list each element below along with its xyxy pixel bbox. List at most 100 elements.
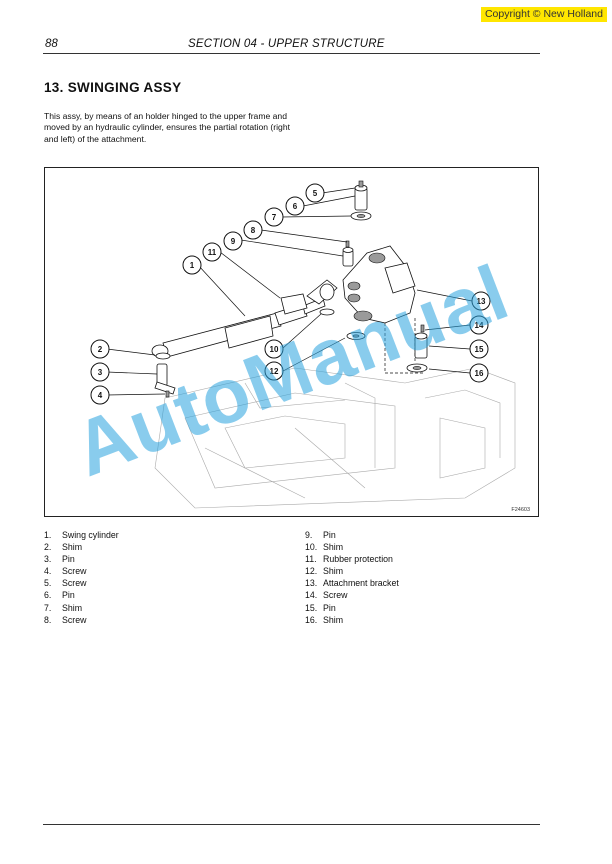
legend-item-label: Shim bbox=[62, 602, 83, 613]
legend-item-number: 11. bbox=[305, 554, 317, 565]
legend-item-number: 16. bbox=[305, 614, 318, 625]
callout-1: 1 bbox=[182, 255, 202, 275]
legend-item: 11. Rubber protection bbox=[305, 553, 399, 565]
svg-text:4: 4 bbox=[98, 391, 103, 400]
copyright-badge: Copyright © New Holland bbox=[480, 7, 607, 22]
callout-4: 4 bbox=[90, 385, 110, 405]
callout-13: 13 bbox=[471, 291, 491, 311]
callout-3: 3 bbox=[90, 362, 110, 382]
section-title: SECTION 04 - UPPER STRUCTURE bbox=[188, 38, 385, 50]
callout-10: 10 bbox=[264, 339, 284, 359]
swing-cylinder bbox=[151, 279, 338, 358]
legend-item: 3. Pin bbox=[44, 553, 119, 565]
callout-5: 5 bbox=[305, 183, 325, 203]
callout-11: 11 bbox=[202, 242, 222, 262]
intro-paragraph: This assy, by means of an holder hinged … bbox=[44, 111, 291, 144]
legend-item-number: 5. bbox=[44, 578, 52, 589]
callout-15: 15 bbox=[469, 339, 489, 359]
callout-2: 2 bbox=[90, 339, 110, 359]
exploded-view-drawing: 1 2 3 4 5 6 7 8 9 10 11 12 13 14 15 16 bbox=[90, 180, 516, 509]
legend-item: 9. Pin bbox=[305, 529, 399, 541]
footer-rule bbox=[43, 824, 540, 825]
legend-item: 12. Shim bbox=[305, 565, 399, 577]
page-header: 88 SECTION 04 - UPPER STRUCTURE bbox=[43, 38, 540, 54]
rubber-protection bbox=[280, 293, 308, 315]
callout-16: 16 bbox=[469, 363, 489, 383]
legend-item-number: 15. bbox=[305, 602, 318, 613]
callout-7: 7 bbox=[264, 207, 284, 227]
pin-9-group bbox=[342, 240, 354, 267]
legend-item: 6. Pin bbox=[44, 589, 119, 601]
callout-8: 8 bbox=[243, 220, 263, 240]
svg-text:10: 10 bbox=[270, 345, 279, 354]
legend-item: 5. Screw bbox=[44, 577, 119, 589]
legend-item-number: 3. bbox=[44, 554, 52, 565]
legend-item-label: Screw bbox=[62, 578, 87, 589]
page-title: 13. SWINGING ASSY bbox=[44, 80, 182, 95]
legend-item-number: 9. bbox=[305, 530, 313, 540]
svg-text:5: 5 bbox=[313, 189, 318, 198]
legend-item-number: 4. bbox=[44, 566, 52, 577]
legend-item-number: 13. bbox=[305, 578, 318, 589]
legend-item-number: 7. bbox=[44, 602, 52, 613]
svg-text:14: 14 bbox=[475, 321, 484, 330]
legend-item-label: Shim bbox=[62, 542, 83, 553]
legend-item: 16. Shim bbox=[305, 614, 399, 626]
callout-9: 9 bbox=[223, 231, 243, 251]
callout-12: 12 bbox=[264, 361, 284, 381]
legend-item: 14. Screw bbox=[305, 589, 399, 601]
svg-text:7: 7 bbox=[272, 213, 277, 222]
legend-item-number: 8. bbox=[44, 614, 52, 625]
legend-item: 13. Attachment bracket bbox=[305, 577, 399, 589]
svg-text:3: 3 bbox=[98, 368, 103, 377]
parts-legend-left: 1. Swing cylinder 2. Shim 3. Pin 4. Screw 5. Scre… bbox=[44, 529, 119, 626]
svg-text:16: 16 bbox=[475, 369, 484, 378]
svg-text:8: 8 bbox=[251, 226, 256, 235]
svg-text:11: 11 bbox=[208, 248, 217, 257]
legend-item-number: 1. bbox=[44, 530, 52, 540]
legend-item-label: Rubber protection bbox=[323, 554, 393, 565]
legend-item: 10. Shim bbox=[305, 541, 399, 553]
legend-item: 15. Pin bbox=[305, 602, 399, 614]
svg-text:6: 6 bbox=[293, 202, 298, 211]
svg-text:13: 13 bbox=[477, 297, 486, 306]
legend-item-label: Screw bbox=[62, 566, 87, 577]
top-pin-group bbox=[350, 180, 372, 221]
legend-item-label: Attachment bracket bbox=[323, 578, 399, 589]
svg-text:2: 2 bbox=[98, 345, 103, 354]
legend-item: 8. Screw bbox=[44, 614, 119, 626]
right-pin-group bbox=[406, 324, 428, 373]
legend-item-number: 6. bbox=[44, 590, 52, 601]
legend-item: 1. Swing cylinder bbox=[44, 529, 119, 541]
left-pin-group bbox=[154, 352, 176, 398]
legend-item: 4. Screw bbox=[44, 565, 119, 577]
legend-item-label: Pin bbox=[62, 590, 75, 601]
svg-text:9: 9 bbox=[231, 237, 236, 246]
legend-item-number: 12. bbox=[305, 566, 318, 577]
leader-lines bbox=[106, 187, 473, 396]
legend-item-label: Pin bbox=[323, 602, 336, 613]
upper-frame-background bbox=[154, 367, 516, 509]
legend-item-number: 14. bbox=[305, 590, 318, 601]
svg-text:12: 12 bbox=[270, 367, 279, 376]
callout-6: 6 bbox=[285, 196, 305, 216]
legend-item-label: Screw bbox=[62, 614, 87, 625]
shim-10 bbox=[319, 308, 335, 316]
exploded-view-figure: 1 2 3 4 5 6 7 8 9 10 11 12 13 14 15 16 F… bbox=[44, 167, 539, 517]
legend-item-label: Swing cylinder bbox=[62, 530, 119, 540]
legend-item-number: 10. bbox=[305, 542, 318, 553]
legend-item-label: Screw bbox=[323, 590, 348, 601]
callout-14: 14 bbox=[469, 315, 489, 335]
legend-item-label: Shim bbox=[323, 542, 344, 553]
figure-code: F24603 bbox=[511, 507, 530, 513]
svg-text:15: 15 bbox=[475, 345, 484, 354]
attachment-bracket bbox=[342, 245, 416, 324]
legend-item-label: Shim bbox=[323, 614, 344, 625]
legend-item-number: 2. bbox=[44, 542, 52, 553]
legend-item-label: Pin bbox=[62, 554, 75, 565]
legend-item-label: Shim bbox=[323, 566, 344, 577]
legend-item-label: Pin bbox=[323, 530, 336, 540]
page-number: 88 bbox=[45, 38, 58, 50]
legend-item: 2. Shim bbox=[44, 541, 119, 553]
